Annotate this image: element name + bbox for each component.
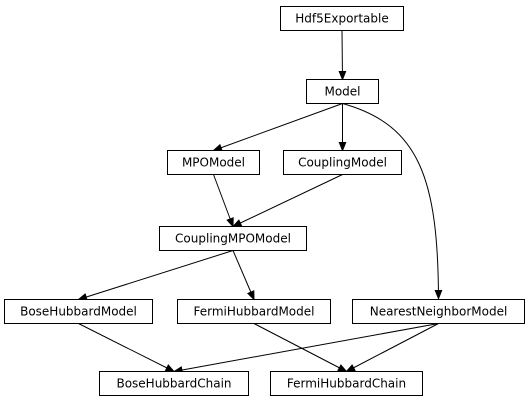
arrowhead <box>226 217 234 228</box>
arrowhead <box>231 219 243 228</box>
edge-line <box>342 103 439 299</box>
node-fermi-hubbard-model[interactable]: FermiHubbardModel <box>177 299 331 324</box>
edge-mpo-model-to-coupling-mpo-model <box>213 174 234 228</box>
node-mpo-model[interactable]: MPOModel <box>167 150 260 175</box>
node-box <box>352 299 525 324</box>
node-bose-hubbard-model[interactable]: BoseHubbardModel <box>4 299 153 324</box>
node-label: CouplingModel <box>298 156 387 170</box>
node-bose-hubbard-chain[interactable]: BoseHubbardChain <box>99 371 249 396</box>
edge-line <box>232 250 255 300</box>
node-box <box>4 299 153 324</box>
arrowhead <box>338 70 347 81</box>
arrowhead <box>164 364 176 373</box>
edge-nearest-neighbor-model-to-fermi-hubbard-chain <box>345 323 439 373</box>
node-label: BoseHubbardModel <box>20 305 137 319</box>
edge-coupling-model-to-coupling-mpo-model <box>231 174 343 228</box>
edge-line <box>78 323 175 372</box>
node-label: FermiHubbardModel <box>194 305 315 319</box>
edge-line <box>232 174 343 227</box>
node-label: NearestNeighborModel <box>370 305 508 319</box>
edge-line <box>253 323 347 372</box>
node-coupling-mpo-model[interactable]: CouplingMPOModel <box>159 226 307 251</box>
edge-model-to-coupling-model <box>338 103 347 152</box>
edge-model-to-nearest-neighbor-model <box>342 103 443 300</box>
arrowhead <box>337 364 348 373</box>
edge-hdf5-exportable-to-model <box>338 30 347 81</box>
node-box <box>99 371 249 396</box>
node-box <box>280 6 404 31</box>
edge-line <box>213 103 343 151</box>
node-box <box>306 79 379 104</box>
edge-fermi-hubbard-model-to-fermi-hubbard-chain <box>253 323 348 373</box>
arrowhead <box>247 290 255 301</box>
node-coupling-model[interactable]: CouplingModel <box>283 150 402 175</box>
arrowhead <box>338 142 347 152</box>
node-box <box>270 371 423 396</box>
node-box <box>167 150 260 175</box>
node-label: Model <box>324 85 360 99</box>
node-box <box>159 226 307 251</box>
node-box <box>177 299 331 324</box>
node-label: FermiHubbardChain <box>287 377 406 391</box>
node-label: BoseHubbardChain <box>116 377 231 391</box>
node-hdf5-exportable[interactable]: Hdf5Exportable <box>280 6 404 31</box>
arrowhead <box>434 289 443 300</box>
node-fermi-hubbard-chain[interactable]: FermiHubbardChain <box>270 371 423 396</box>
arrowhead <box>345 364 356 373</box>
edge-line <box>173 323 439 372</box>
node-label: CouplingMPOModel <box>175 232 291 246</box>
arrowhead <box>212 143 223 152</box>
node-label: Hdf5Exportable <box>295 12 388 26</box>
edge-model-to-mpo-model <box>212 103 343 152</box>
node-model[interactable]: Model <box>306 79 379 104</box>
edge-coupling-mpo-model-to-fermi-hubbard-model <box>232 250 255 301</box>
edge-line <box>213 174 234 227</box>
edge-line <box>346 323 439 372</box>
node-nearest-neighbor-model[interactable]: NearestNeighborModel <box>352 299 525 324</box>
node-label: MPOModel <box>182 156 245 170</box>
edge-line <box>78 250 234 300</box>
edge-nearest-neighbor-model-to-bose-hubbard-chain <box>172 323 439 374</box>
node-box <box>283 150 402 175</box>
edge-coupling-mpo-model-to-bose-hubbard-model <box>77 250 234 301</box>
edge-bose-hubbard-model-to-bose-hubbard-chain <box>78 323 176 373</box>
